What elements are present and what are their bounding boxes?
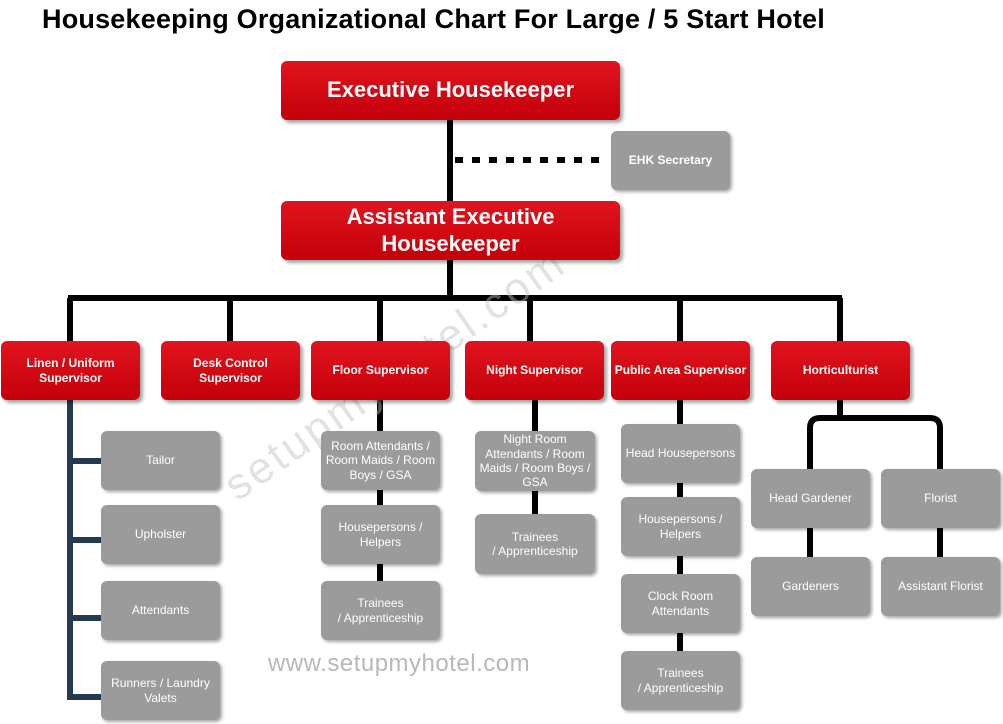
horticulturist-box: Horticulturist: [771, 341, 910, 400]
assistant-florist-box: Assistant Florist: [881, 557, 1000, 616]
floor-housepersons-line1: Housepersons /: [338, 520, 423, 535]
linen-label-line2: Supervisor: [39, 370, 102, 385]
night-room-attendants-box: Night Room Attendants / Room Maids / Roo…: [475, 431, 595, 491]
gardeners-label: Gardeners: [782, 579, 839, 594]
desk-label-line2: Supervisor: [199, 370, 262, 385]
ehk-secretary-box: EHK Secretary: [611, 131, 730, 190]
attendants-box: Attendants: [101, 581, 220, 640]
room-attendants-line1: Room Attendants /: [331, 438, 430, 453]
head-housepersons-box: Head Housepersons: [621, 424, 740, 483]
clock-room-line1: Clock Room: [647, 589, 714, 604]
public-housepersons-line2: Helpers: [659, 526, 702, 541]
room-attendants-line3: Boys / GSA: [349, 467, 412, 482]
linen-uniform-supervisor-box: Linen / Uniform Supervisor: [1, 341, 140, 400]
runners-label-line2: Valets: [144, 690, 177, 705]
public-area-supervisor-label: Public Area Supervisor: [614, 363, 747, 378]
assistant-label-line1: Assistant Executive: [346, 204, 555, 230]
desk-label-line1: Desk Control: [193, 356, 268, 371]
floor-trainees-box: Trainees / Apprenticeship: [321, 581, 440, 640]
night-room-line4: GSA: [522, 475, 548, 490]
floor-trainees-line2: / Apprenticeship: [337, 610, 424, 625]
runners-laundry-valets-box: Runners / Laundry Valets: [101, 661, 220, 720]
floor-supervisor-label: Floor Supervisor: [332, 363, 429, 378]
night-trainees-line2: / Apprenticeship: [492, 544, 578, 558]
desk-control-supervisor-box: Desk Control Supervisor: [161, 341, 300, 400]
public-trainees-line1: Trainees: [657, 666, 704, 681]
horti-branch-line: [807, 400, 943, 472]
executive-housekeeper-box: Executive Housekeeper: [281, 61, 620, 120]
clock-room-line2: Attendants: [651, 603, 710, 618]
night-trainees-line1: Trainees: [511, 529, 559, 544]
night-room-line3: Maids / Room Boys /: [479, 461, 591, 475]
room-attendants-box: Room Attendants / Room Maids / Room Boys…: [321, 431, 440, 490]
upholster-label: Upholster: [134, 527, 187, 542]
ehk-secretary-label: EHK Secretary: [628, 153, 713, 168]
public-housepersons-box: Housepersons / Helpers: [621, 497, 740, 556]
florist-label: Florist: [924, 491, 957, 506]
executive-housekeeper-label: Executive Housekeeper: [326, 77, 575, 103]
night-room-line1: Night Room: [503, 432, 567, 447]
florist-box: Florist: [881, 469, 1000, 528]
head-housepersons-label: Head Housepersons: [625, 446, 736, 461]
head-gardener-box: Head Gardener: [751, 469, 870, 528]
room-attendants-line2: Room Maids / Room: [325, 453, 436, 468]
floor-housepersons-line2: Helpers: [359, 534, 402, 549]
assistant-executive-housekeeper-box: Assistant Executive Housekeeper: [281, 201, 620, 260]
website-url: www.setupmyhotel.com: [268, 650, 531, 677]
floor-trainees-line1: Trainees: [357, 596, 404, 611]
upholster-box: Upholster: [101, 505, 220, 564]
assistant-florist-label: Assistant Florist: [898, 579, 983, 594]
public-area-supervisor-box: Public Area Supervisor: [611, 341, 750, 400]
night-supervisor-label: Night Supervisor: [486, 363, 583, 378]
head-gardener-label: Head Gardener: [769, 491, 852, 506]
floor-supervisor-box: Floor Supervisor: [311, 341, 450, 400]
night-supervisor-box: Night Supervisor: [465, 341, 604, 400]
public-trainees-box: Trainees / Apprenticeship: [621, 651, 740, 710]
night-room-line2: Attendants / Room: [485, 446, 585, 461]
attendants-label: Attendants: [131, 603, 190, 618]
floor-housepersons-box: Housepersons / Helpers: [321, 505, 440, 564]
horticulturist-label: Horticulturist: [802, 363, 879, 378]
clock-room-attendants-box: Clock Room Attendants: [621, 574, 740, 633]
tailor-box: Tailor: [101, 431, 220, 490]
public-trainees-line2: / Apprenticeship: [637, 680, 724, 695]
runners-label-line1: Runners / Laundry: [111, 676, 210, 691]
public-housepersons-line1: Housepersons /: [638, 512, 723, 527]
gardeners-box: Gardeners: [751, 557, 870, 616]
night-trainees-box: Trainees / Apprenticeship: [475, 514, 595, 574]
tailor-label: Tailor: [146, 453, 175, 468]
linen-label-line1: Linen / Uniform: [26, 356, 115, 371]
assistant-label-line2: Housekeeper: [381, 230, 520, 256]
chart-title: Housekeeping Organizational Chart For La…: [42, 4, 825, 34]
